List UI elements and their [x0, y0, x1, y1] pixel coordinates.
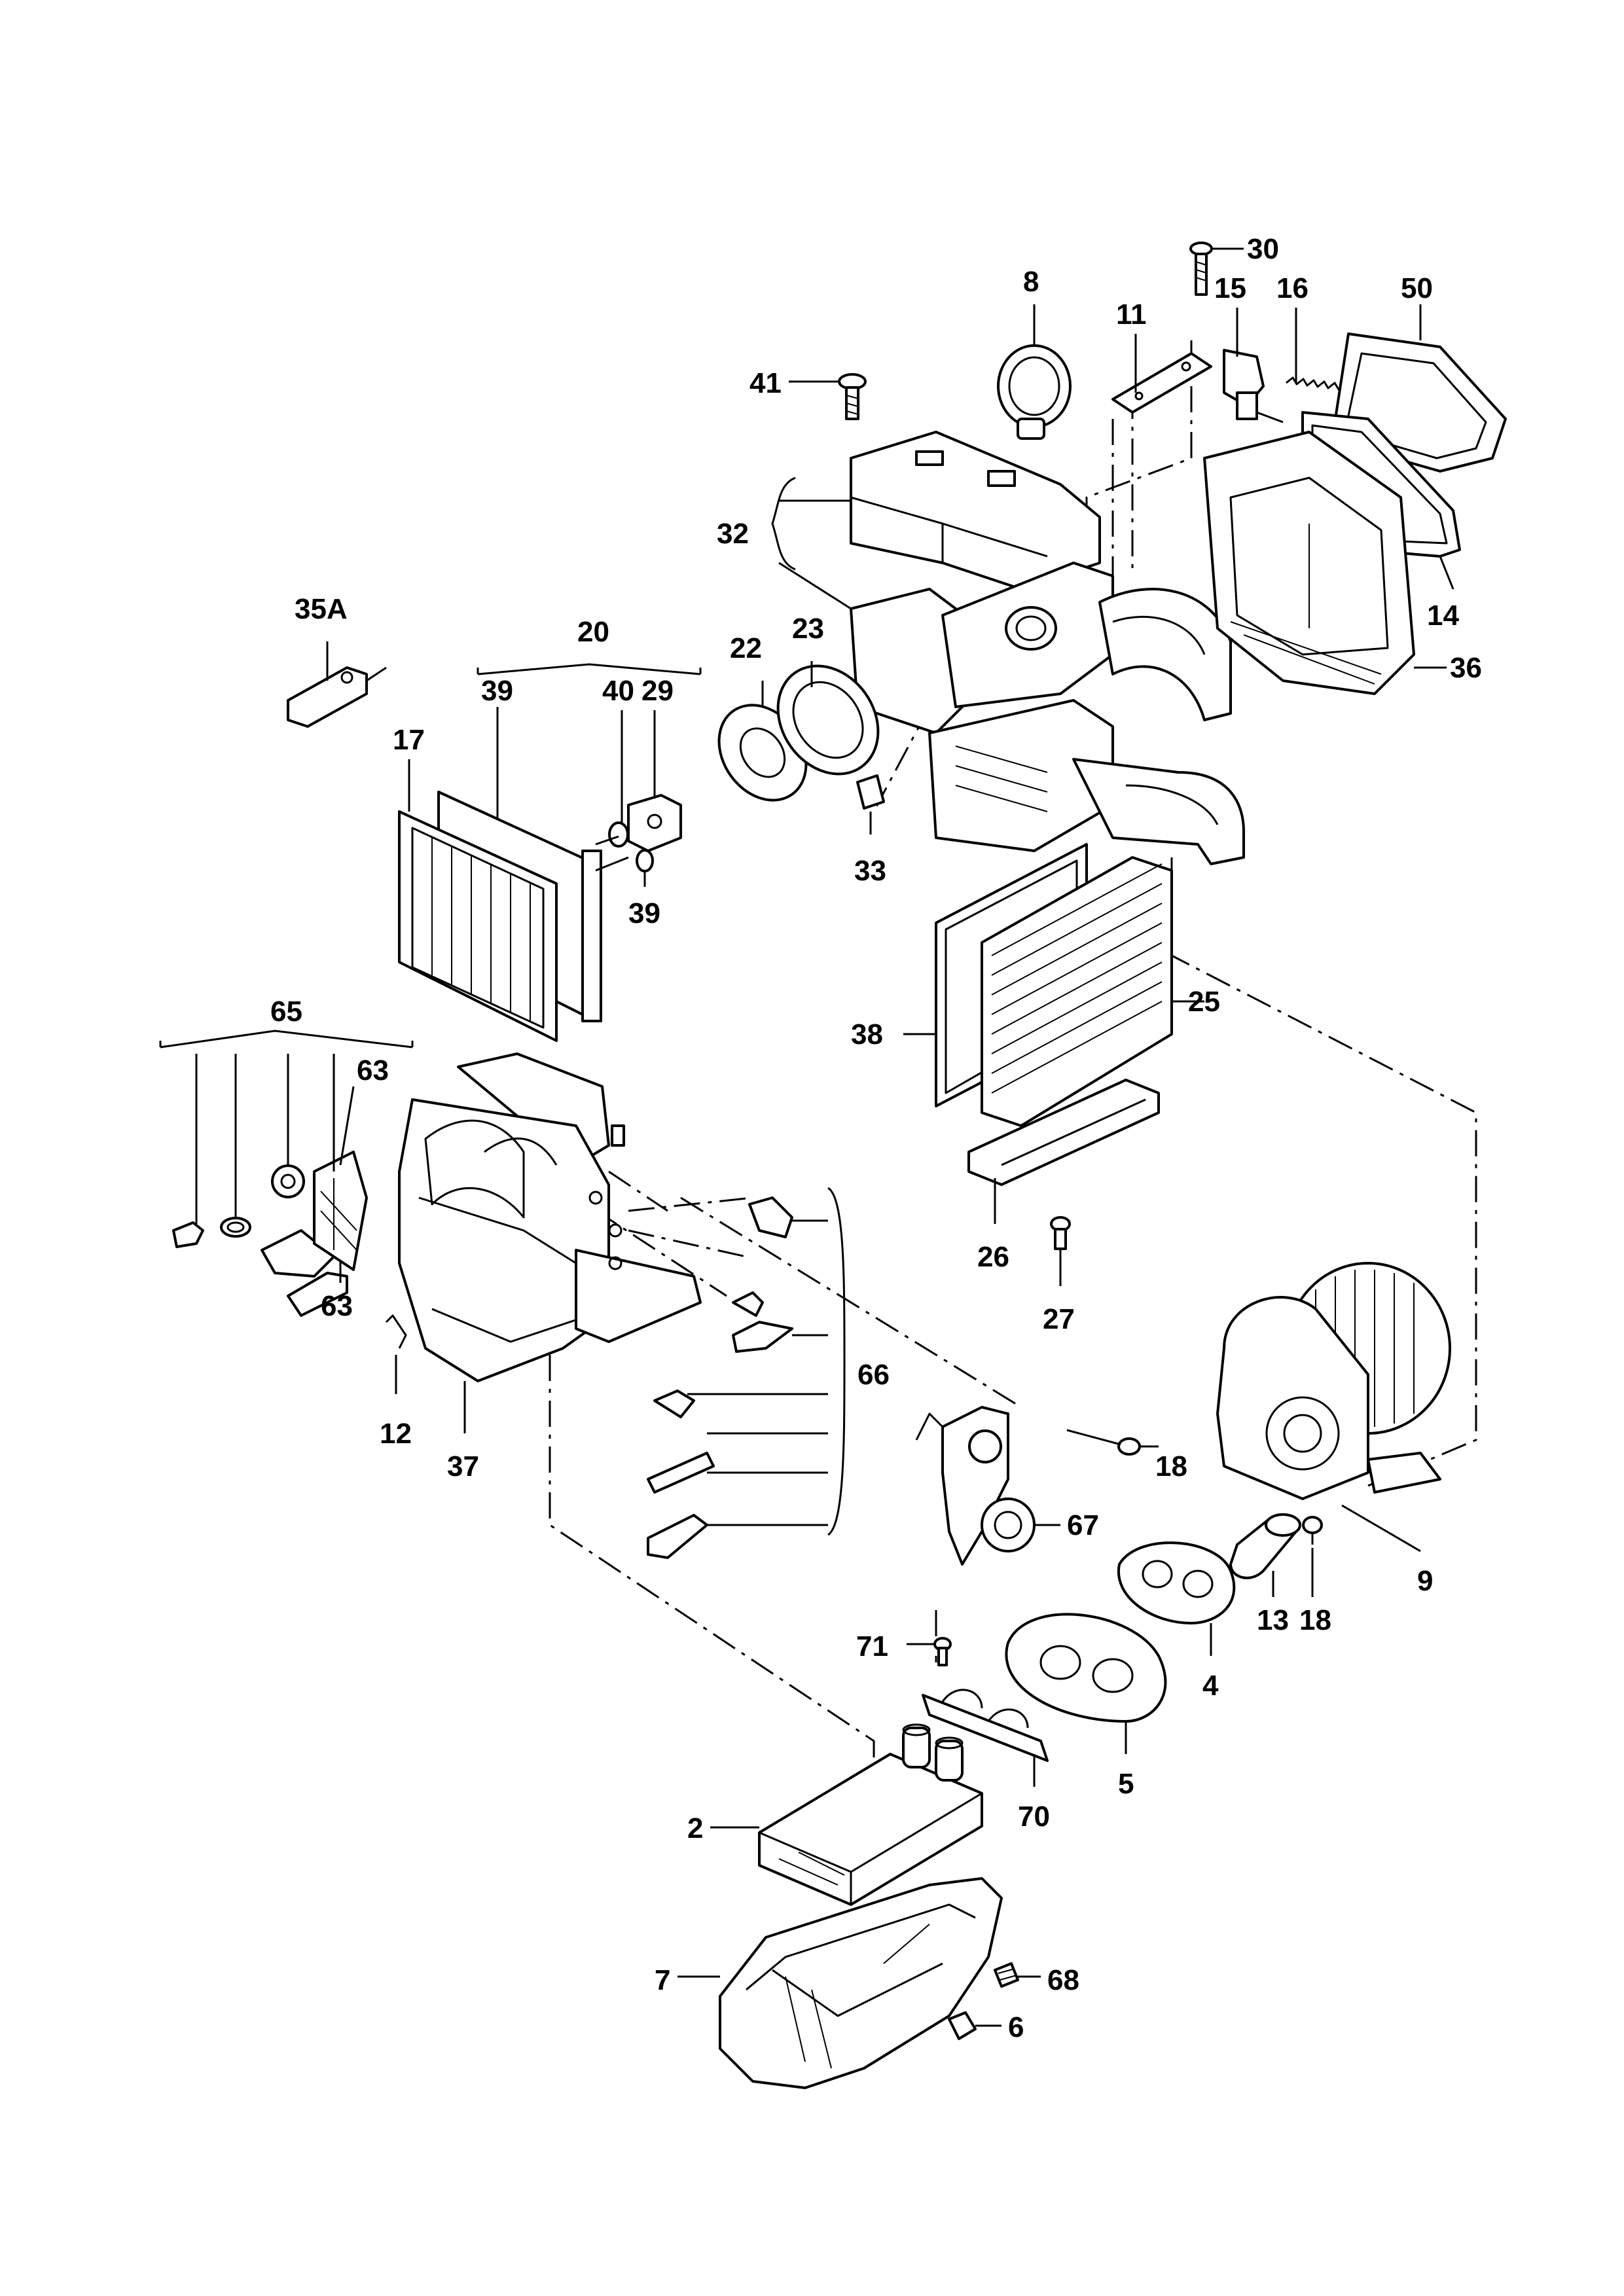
label-66: 66	[857, 1359, 890, 1391]
part-26-cover	[967, 1079, 1160, 1186]
label-32: 32	[717, 518, 749, 550]
part-67-flap	[915, 1406, 1036, 1566]
label-29: 29	[641, 675, 674, 707]
label-9: 9	[1417, 1565, 1433, 1597]
label-5: 5	[1118, 1768, 1134, 1800]
label-35A: 35A	[295, 593, 348, 625]
label-26: 26	[977, 1241, 1009, 1273]
label-7: 7	[655, 1964, 670, 1996]
part-36-housing	[1203, 431, 1415, 695]
part-71-screw	[933, 1637, 952, 1666]
label-23: 23	[792, 613, 824, 645]
part-18-screw-a	[1066, 1429, 1141, 1456]
label-11: 11	[1116, 298, 1147, 331]
part-4-seal	[1117, 1541, 1236, 1624]
label-41: 41	[749, 367, 782, 399]
label-22: 22	[730, 632, 762, 664]
part-30-screw	[1189, 242, 1213, 296]
part-25-filter	[981, 856, 1173, 1127]
part-18-screw-b	[1302, 1516, 1323, 1545]
label-39-top: 39	[481, 675, 513, 707]
part-37-heater-case	[398, 1052, 702, 1382]
part-11-bracket	[1111, 352, 1212, 414]
label-14: 14	[1427, 600, 1459, 632]
label-16: 16	[1276, 272, 1308, 304]
label-2: 2	[687, 1812, 703, 1844]
part-63-lever	[287, 1272, 348, 1317]
part-16-spring	[1286, 376, 1346, 391]
part-68-mesh	[994, 1962, 1019, 1988]
part-9-blower-motor	[1216, 1262, 1451, 1500]
label-27: 27	[1043, 1303, 1075, 1335]
part-13-duct-elbow	[1229, 1513, 1301, 1579]
leader-lines	[159, 247, 1454, 2027]
part-35A-sensor	[287, 666, 387, 728]
part-number-labels: 30 8 15 16 50 11 41 32 14 35A 20 23 22 3…	[270, 233, 1482, 2043]
label-17: 17	[393, 724, 425, 756]
label-25: 25	[1188, 986, 1220, 1018]
part-29-expansion-valve	[627, 794, 682, 852]
part-23-ring	[776, 664, 880, 776]
label-12: 12	[380, 1418, 412, 1450]
label-18-right: 18	[1299, 1604, 1331, 1636]
part-66-linkage-set	[647, 1196, 793, 1559]
part-5-seal	[1005, 1613, 1167, 1723]
label-70: 70	[1018, 1801, 1050, 1833]
part-15-lever	[1223, 349, 1284, 423]
label-40: 40	[602, 675, 634, 707]
part-41-screw	[838, 373, 867, 420]
label-67: 67	[1067, 1509, 1099, 1541]
label-33: 33	[854, 855, 886, 887]
label-50: 50	[1401, 272, 1433, 304]
label-30: 30	[1247, 233, 1279, 265]
label-13: 13	[1257, 1604, 1289, 1636]
label-20: 20	[577, 616, 609, 648]
label-37: 37	[447, 1450, 479, 1482]
label-6: 6	[1008, 2011, 1024, 2043]
label-8: 8	[1023, 266, 1039, 298]
part-6-clip	[948, 2011, 977, 2040]
part-27-screw	[1050, 1216, 1071, 1250]
label-65: 65	[270, 996, 302, 1028]
part-7-tray	[719, 1877, 1003, 2089]
part-32-upper-housing	[850, 431, 1245, 865]
label-18-mid: 18	[1155, 1450, 1187, 1482]
part-8-cap	[997, 344, 1072, 440]
label-4: 4	[1202, 1670, 1219, 1702]
part-63-actuator	[313, 1151, 368, 1271]
part-39-oring	[636, 849, 654, 872]
part-40-oring	[608, 821, 629, 848]
part-2-heater-core	[758, 1723, 983, 1906]
part-17-evaporator	[398, 791, 602, 1042]
label-71: 71	[856, 1630, 888, 1662]
label-63-top: 63	[357, 1054, 389, 1086]
part-70-clamp	[922, 1689, 1049, 1762]
label-38: 38	[851, 1018, 883, 1050]
label-68: 68	[1047, 1964, 1079, 1996]
label-36: 36	[1450, 652, 1482, 684]
part-65-actuator-set	[172, 1164, 335, 1278]
label-15: 15	[1214, 272, 1246, 304]
part-12-clip	[385, 1314, 407, 1349]
label-63-bottom: 63	[321, 1290, 353, 1322]
label-39-bottom: 39	[628, 897, 660, 929]
part-33-clip	[856, 774, 885, 810]
